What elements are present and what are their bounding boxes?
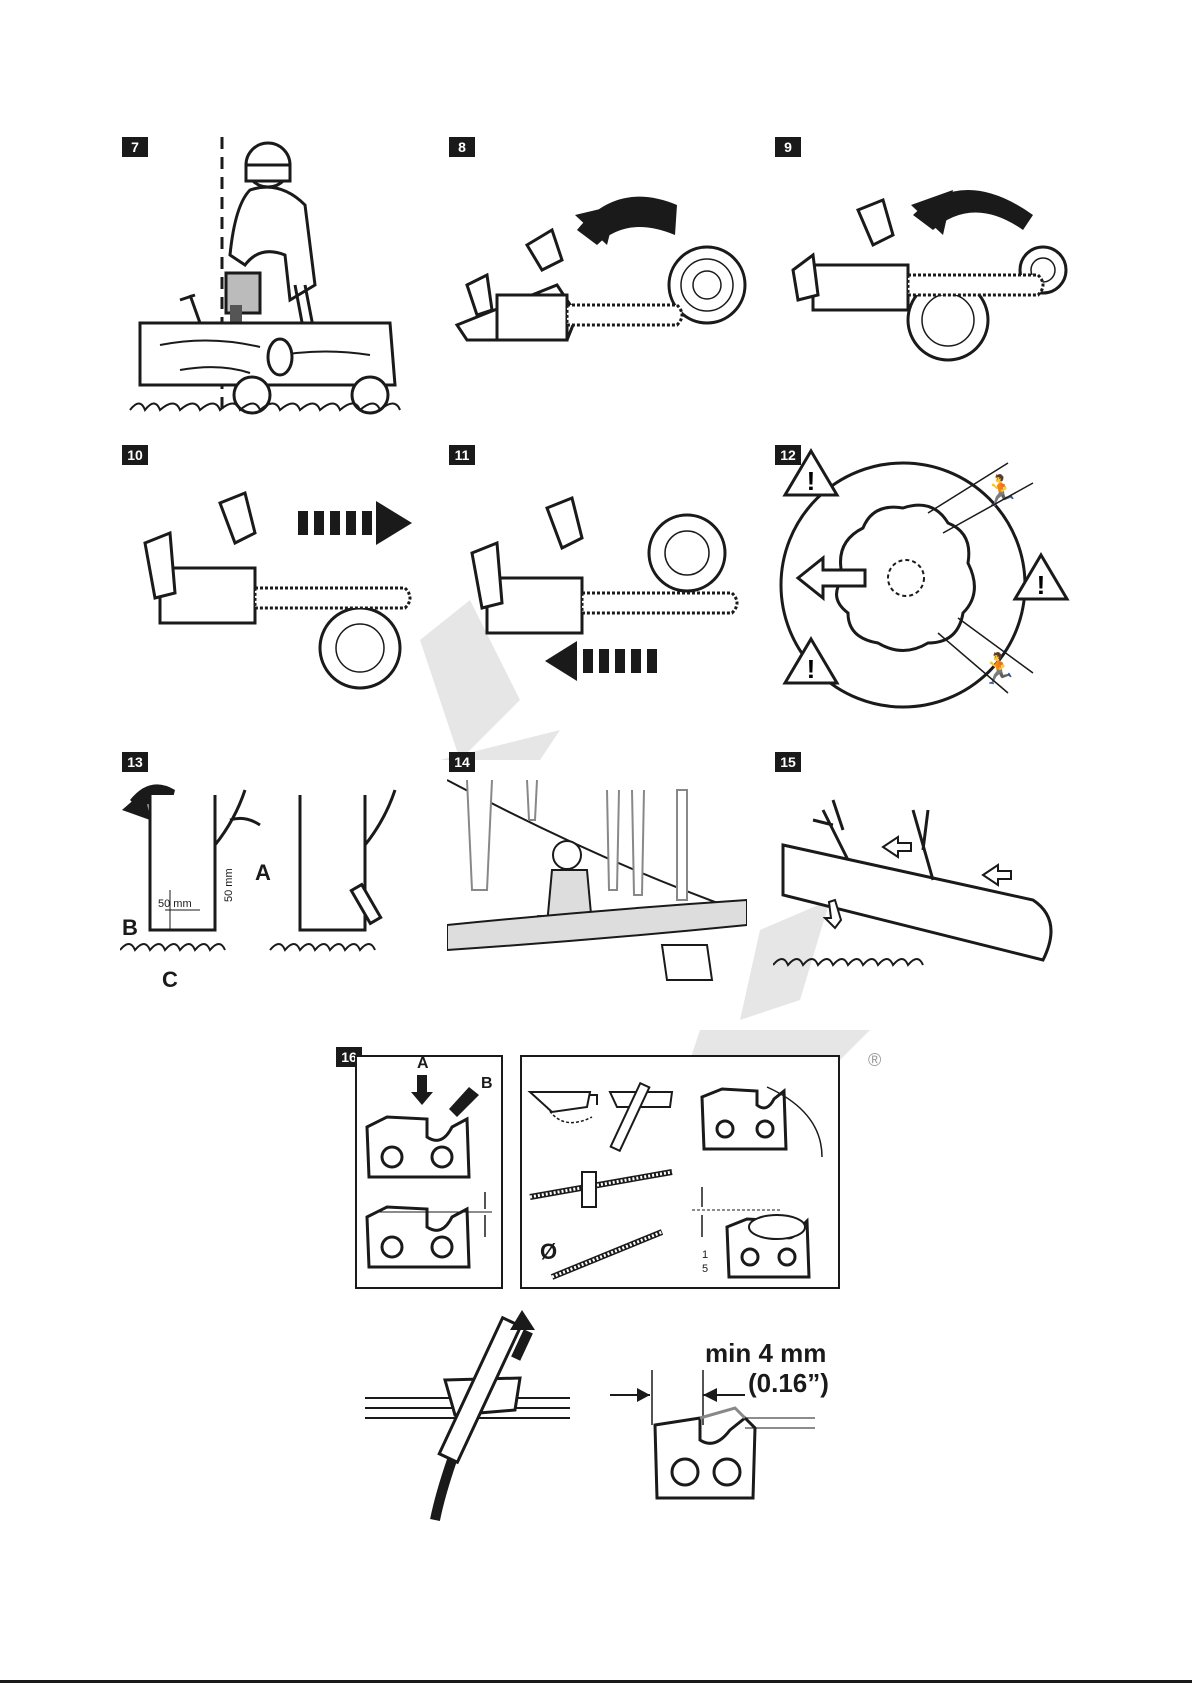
figure-15-panel: 15 [773, 750, 1073, 990]
min-depth-inch-label: (0.16”) [748, 1368, 829, 1399]
figure-13-panel: 13 A B C 50 mm 50 mm [120, 750, 420, 1000]
figure-11-panel: 11 [447, 443, 747, 703]
limbing-forest-illustration [447, 750, 747, 1020]
saw-top-cut-illustration [773, 135, 1073, 375]
label-b: B [481, 1075, 493, 1093]
label-b: B [122, 915, 138, 941]
label-a: A [255, 860, 271, 886]
svg-text:🏃: 🏃 [982, 473, 1019, 509]
file-sharpening-diagram [522, 1057, 838, 1287]
cutter-tooth-box: A B [355, 1055, 503, 1289]
cutter-tooth-diagram [357, 1057, 501, 1287]
dimension-horizontal: 50 mm [158, 898, 192, 910]
svg-text:🏃: 🏃 [980, 651, 1017, 687]
label-c: C [162, 967, 178, 993]
saw-pull-illustration [447, 443, 747, 703]
crosscut-log-illustration [120, 135, 420, 415]
figure-8-panel: 8 [447, 135, 747, 375]
dimension-vertical: 50 mm [223, 868, 235, 902]
saw-push-illustration [120, 443, 420, 703]
fraction-numerator: 1 [702, 1249, 708, 1261]
svg-text:!: ! [807, 466, 816, 496]
figure-12-panel: 12 ! ! ! 🏃 🏃 [773, 443, 1073, 723]
felling-danger-zone-diagram: ! ! ! 🏃 🏃 [773, 443, 1073, 723]
file-sharpening-box: Ø 1 5 [520, 1055, 840, 1289]
saw-bottom-cut-illustration [447, 135, 747, 375]
page-bottom-rule [0, 1680, 1192, 1683]
diameter-symbol: Ø [540, 1239, 557, 1265]
branch-cutting-illustration [773, 750, 1073, 990]
figure-10-panel: 10 [120, 443, 420, 703]
svg-text:!: ! [1037, 570, 1046, 600]
trademark-symbol: ® [868, 1050, 881, 1071]
label-a: A [417, 1055, 429, 1073]
min-depth-label: min 4 mm [705, 1338, 826, 1369]
figure-9-panel: 9 [773, 135, 1073, 375]
fraction-denominator: 5 [702, 1263, 708, 1275]
file-angle-illustration [360, 1310, 590, 1530]
figure-14-panel: 14 [447, 750, 747, 1020]
svg-text:!: ! [807, 654, 816, 684]
figure-7-panel: 7 [120, 135, 420, 415]
